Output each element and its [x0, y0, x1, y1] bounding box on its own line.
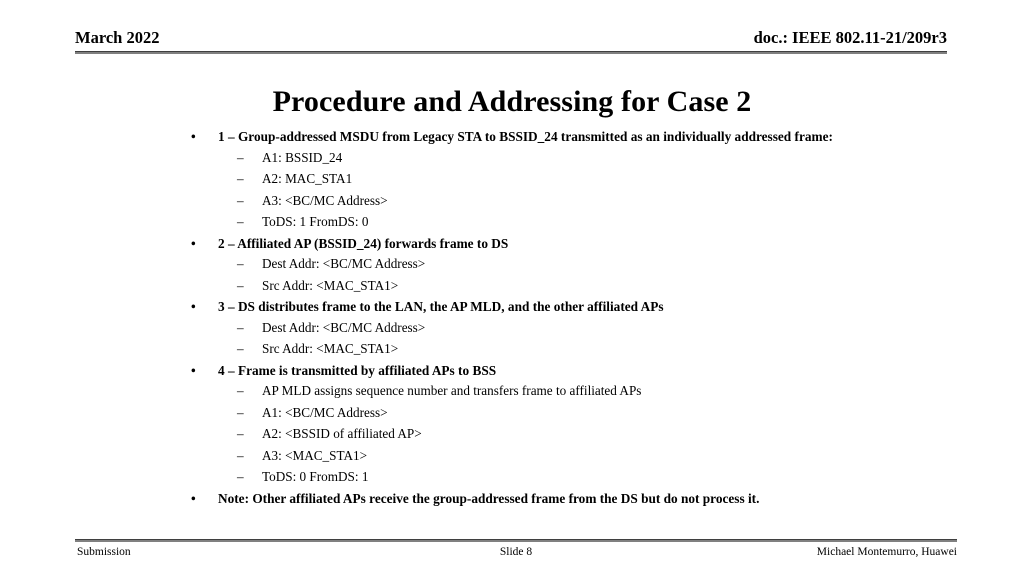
bullet-marker-icon: •	[191, 235, 196, 251]
dash-marker-icon: –	[237, 341, 244, 356]
dash-marker-icon: –	[237, 171, 244, 186]
dash-marker-icon: –	[237, 469, 244, 484]
bullet-item-level1: • 1 – Group-addressed MSDU from Legacy ST…	[180, 128, 848, 146]
bullet-item-level2: – A2: MAC_STA1	[180, 168, 880, 190]
bullet-item-level1: • 2 – Affiliated AP (BSSID_24) forwards f…	[180, 235, 848, 253]
bullet-text: 1 – Group-addressed MSDU from Legacy STA…	[218, 129, 833, 144]
bullet-text: 3 – DS distributes frame to the LAN, the…	[218, 299, 664, 314]
dash-marker-icon: –	[237, 149, 244, 165]
header-document-number: doc.: IEEE 802.11-21/209r3	[753, 28, 947, 47]
bullet-item-level2: – Dest Addr: <BC/MC Address>	[180, 253, 880, 275]
bullet-text: Dest Addr: <BC/MC Address>	[262, 256, 426, 271]
bullet-text: 4 – Frame is transmitted by affiliated A…	[218, 362, 497, 378]
bullet-text: ToDS: 0 FromDS: 1	[262, 469, 369, 484]
bullet-item-level1: • 3 – DS distributes frame to the LAN, th…	[180, 298, 848, 316]
footer-author: Michael Montemurro, Huawei	[816, 546, 957, 558]
dash-marker-icon: –	[237, 383, 244, 398]
bullet-text: ToDS: 1 FromDS: 0	[262, 214, 369, 229]
footer-slide-number: Slide 8	[499, 546, 533, 558]
slide-body: • 1 – Group-addressed MSDU from Legacy ST…	[180, 128, 880, 508]
bullet-item-level2: – AP MLD assigns sequence number and tran…	[180, 380, 880, 402]
dash-marker-icon: –	[237, 426, 244, 441]
bullet-marker-icon: •	[191, 490, 196, 506]
footer-divider	[75, 539, 957, 542]
bullet-item-level1: • Note: Other affiliated APs receive the …	[180, 490, 848, 508]
bullet-marker-icon: •	[191, 299, 196, 314]
dash-marker-icon: –	[237, 447, 244, 463]
bullet-text: AP MLD assigns sequence number and trans…	[262, 383, 642, 398]
bullet-text: Note: Other affiliated APs receive the g…	[218, 490, 760, 506]
slide-header: March 2022 doc.: IEEE 802.11-21/209r3	[75, 28, 947, 54]
bullet-item-level2: – A1: BSSID_24	[180, 147, 880, 169]
header-date: March 2022	[75, 28, 160, 47]
slide-footer: Submission Slide 8 Michael Montemurro, H…	[75, 544, 957, 562]
page-title: Procedure and Addressing for Case 2	[272, 85, 752, 118]
bullet-text: Src Addr: <MAC_STA1>	[262, 341, 399, 356]
bullet-item-level1: • 4 – Frame is transmitted by affiliated …	[180, 362, 848, 380]
bullet-marker-icon: •	[191, 129, 196, 144]
dash-marker-icon: –	[237, 256, 244, 271]
bullet-item-level2: – Src Addr: <MAC_STA1>	[180, 338, 880, 360]
bullet-item-level2: – A3: <BC/MC Address>	[180, 190, 880, 212]
bullet-text: Dest Addr: <BC/MC Address>	[262, 319, 426, 335]
dash-marker-icon: –	[237, 214, 244, 229]
bullet-item-level2: – ToDS: 0 FromDS: 1	[180, 466, 880, 488]
bullet-item-level2: – A2: <BSSID of affiliated AP>	[180, 423, 880, 445]
bullet-text: Src Addr: <MAC_STA1>	[262, 277, 399, 293]
header-divider	[75, 51, 947, 54]
bullet-text: A3: <BC/MC Address>	[262, 192, 388, 208]
dash-marker-icon: –	[237, 404, 244, 420]
bullet-text: A1: BSSID_24	[262, 149, 343, 165]
dash-marker-icon: –	[237, 277, 244, 293]
bullet-text: 2 – Affiliated AP (BSSID_24) forwards fr…	[218, 235, 509, 251]
bullet-text: A1: <BC/MC Address>	[262, 404, 388, 420]
bullet-text: A3: <MAC_STA1>	[262, 447, 368, 463]
dash-marker-icon: –	[237, 319, 244, 335]
bullet-item-level2: – A1: <BC/MC Address>	[180, 402, 880, 424]
bullet-item-level2: – Src Addr: <MAC_STA1>	[180, 275, 880, 297]
bullet-marker-icon: •	[191, 362, 196, 378]
bullet-item-level2: – Dest Addr: <BC/MC Address>	[180, 317, 880, 339]
bullet-item-level2: – A3: <MAC_STA1>	[180, 445, 880, 467]
footer-submission-label: Submission	[77, 546, 131, 558]
bullet-text: A2: MAC_STA1	[262, 171, 353, 186]
bullet-item-level2: – ToDS: 1 FromDS: 0	[180, 211, 880, 233]
dash-marker-icon: –	[237, 192, 244, 208]
bullet-text: A2: <BSSID of affiliated AP>	[262, 426, 422, 441]
